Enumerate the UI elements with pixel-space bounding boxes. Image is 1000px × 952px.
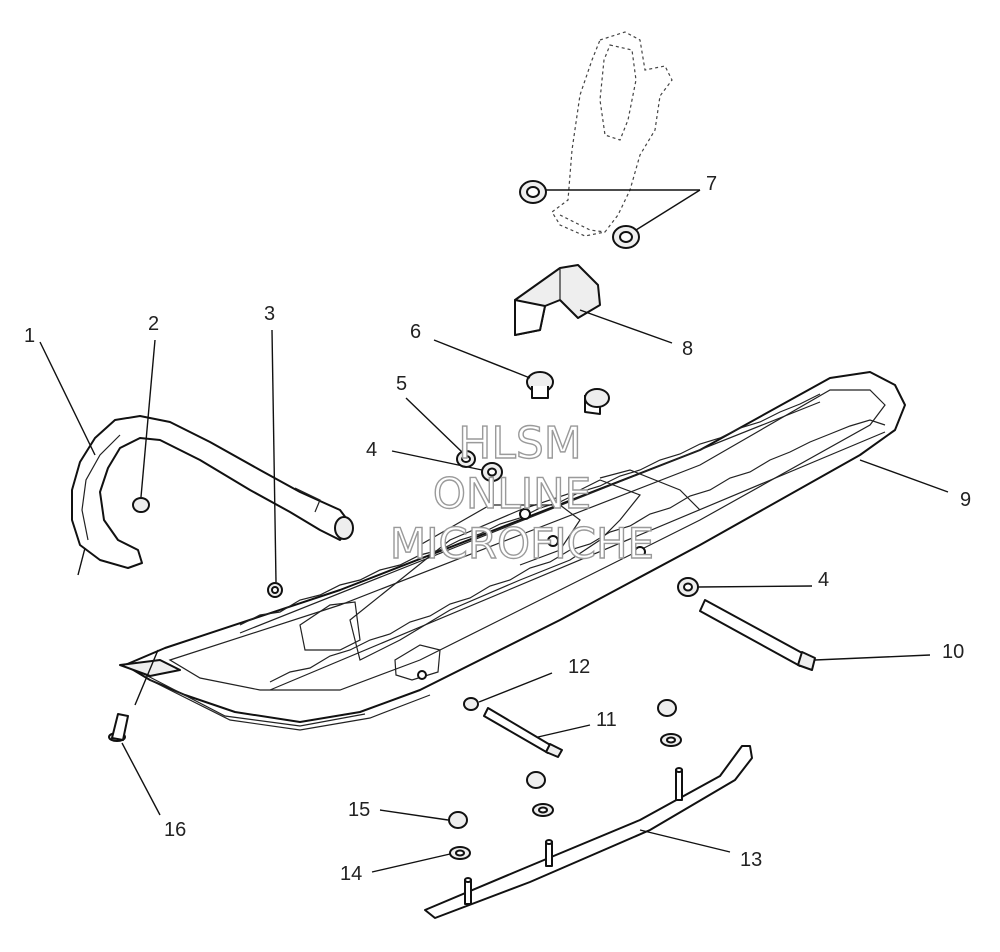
callout-9: 9 [960, 489, 971, 511]
watermark-line-1: HLSM [458, 418, 582, 469]
callout-1: 1 [24, 325, 35, 347]
bolt-10 [699, 599, 816, 671]
watermark-line-3: MICROFICHE [390, 519, 654, 568]
nut-5 [456, 450, 476, 468]
handle-loop-1 [71, 415, 354, 569]
callout-14: 14 [340, 863, 362, 885]
callout-4-lower: 4 [818, 569, 829, 591]
callout-6: 6 [410, 321, 421, 343]
spindle-outline [551, 31, 673, 237]
watermark-line-2: ONLINE [433, 469, 591, 518]
callout-labels: 1 2 3 4 4 5 6 7 8 9 10 11 12 13 14 15 16 [24, 173, 971, 885]
bushing-7-lower [612, 225, 640, 249]
callout-13: 13 [740, 849, 762, 871]
nut-2 [132, 497, 150, 513]
callout-4-upper: 4 [366, 439, 377, 461]
saddle-8 [514, 264, 601, 336]
ski-9 [119, 371, 906, 731]
bolt-11 [483, 707, 563, 758]
washer-4-upper [481, 462, 503, 482]
callout-10: 10 [942, 641, 964, 663]
nut-3 [267, 582, 283, 598]
rivet-16 [108, 713, 129, 742]
callout-12: 12 [568, 656, 590, 678]
callout-5: 5 [396, 373, 407, 395]
callout-7: 7 [706, 173, 717, 195]
callout-15: 15 [348, 799, 370, 821]
nut-15 [448, 699, 677, 829]
pivot-bushing [584, 388, 610, 415]
callout-16: 16 [164, 819, 186, 841]
watermark: HLSM ONLINE MICROFICHE [389, 417, 655, 568]
callout-2: 2 [148, 313, 159, 335]
leader-lines [39, 189, 949, 873]
washer-14 [449, 733, 682, 860]
callout-11: 11 [596, 709, 617, 731]
wear-bar-13 [424, 745, 753, 919]
callout-8: 8 [682, 338, 693, 360]
washer-4-lower [677, 577, 699, 597]
washer-12 [463, 697, 479, 711]
bolt-6 [526, 371, 554, 399]
bushing-7-upper [519, 180, 547, 204]
callout-3: 3 [264, 303, 275, 325]
